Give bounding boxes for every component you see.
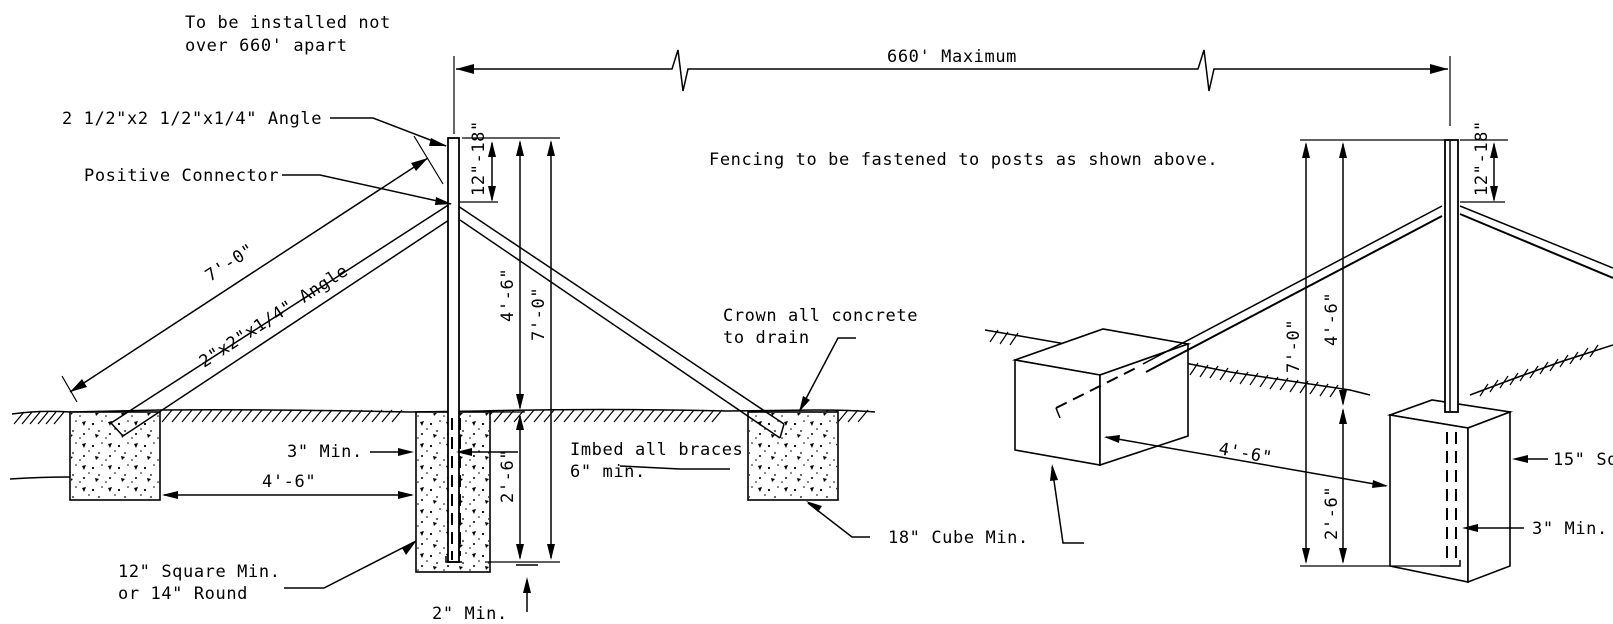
center-post	[445, 137, 462, 563]
right-brace	[457, 205, 785, 439]
iso-post	[1440, 139, 1461, 567]
left-brace	[110, 201, 454, 437]
min-3-right-callout: 3" Min.	[1532, 519, 1608, 539]
imbed-note-line1: Imbed all braces	[570, 440, 743, 460]
left-7-0-label: 7'-0"	[529, 287, 549, 341]
iso-brace-left	[1142, 205, 1443, 373]
left-vertical-dimensions	[460, 137, 560, 563]
brace-length-label: 7'-0"	[202, 240, 258, 286]
span-dimension: 660' Maximum	[453, 47, 1451, 134]
right-top-range-label: 12"-18"	[1472, 120, 1492, 196]
span-max-label: 660' Maximum	[887, 47, 1017, 67]
min-2-callout: 2" Min.	[432, 604, 508, 624]
left-footing-brace-anchor	[69, 411, 161, 501]
ground-hatching-left	[13, 409, 869, 425]
right-footing-brace-anchor	[747, 411, 839, 501]
install-note-line1: To be installed not	[185, 13, 391, 33]
right-spacing-dimension	[1104, 435, 1388, 488]
left-top-range-label: 12"-18"	[469, 120, 489, 196]
fencing-note: Fencing to be fastened to posts as shown…	[709, 150, 1218, 170]
right-2-6-label: 2'-6"	[1322, 486, 1342, 540]
positive-connector-callout: Positive Connector	[84, 166, 279, 186]
imbed-note-line2: 6" min.	[570, 462, 646, 482]
post-angle-callout: 2 1/2"x2 1/2"x1/4" Angle	[62, 109, 322, 129]
right-4-6-label: 4'-6"	[1322, 292, 1342, 346]
crown-note-line2: to drain	[723, 328, 810, 348]
install-note-line2: over 660' apart	[185, 36, 348, 56]
right-square-callout: 15" Sq	[1553, 450, 1613, 470]
leader-lines-right	[1050, 455, 1548, 544]
iso-brace-right	[1459, 205, 1613, 279]
crown-note-line1: Crown all concrete	[723, 306, 918, 326]
left-spacing-label: 4'-6"	[262, 472, 316, 492]
iso-post-footing	[1386, 399, 1514, 584]
min-3-left-callout: 3" Min.	[287, 442, 363, 462]
left-2-6-label: 2'-6"	[498, 449, 518, 503]
left-4-6-label: 4'-6"	[498, 268, 518, 322]
square-callout-line2: or 14" Round	[118, 584, 248, 604]
iso-brace-embed	[1055, 365, 1141, 419]
right-spacing-label: 4'-6"	[1217, 439, 1274, 468]
left-spacing-dimension	[9, 476, 414, 499]
iso-brace-cube	[1011, 328, 1192, 467]
leader-lines-left	[282, 117, 870, 612]
right-7-0-label: 7'-0"	[1284, 319, 1304, 373]
right-vertical-dimensions	[1300, 139, 1508, 567]
square-callout-line1: 12" Square Min.	[118, 562, 281, 582]
brace-length-dimension	[61, 135, 444, 403]
cube-callout: 18" Cube Min.	[888, 528, 1029, 548]
